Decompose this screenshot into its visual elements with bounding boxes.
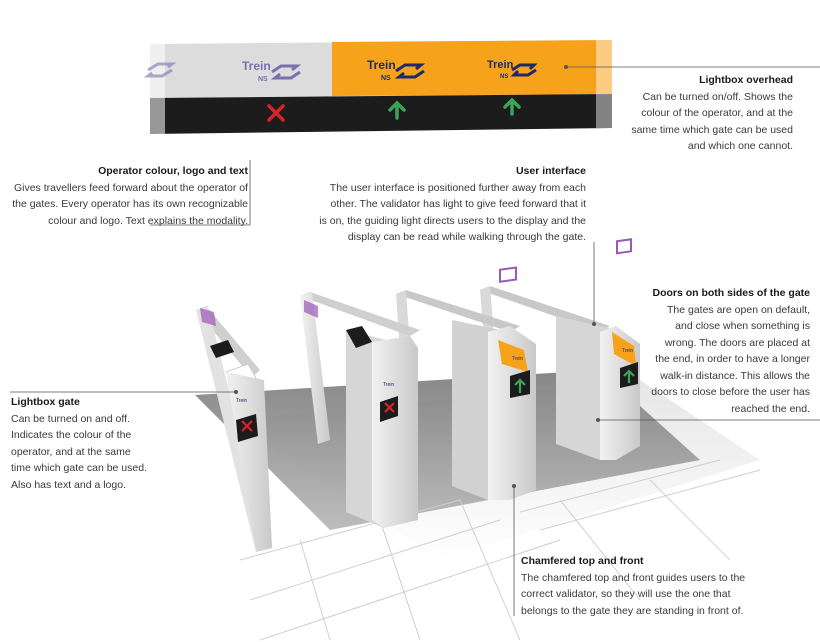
green-arrow-icon — [388, 100, 406, 120]
annotation-operator-colour: Operator colour, logo and text Gives tra… — [10, 163, 248, 229]
gate-label-2: Trein — [512, 356, 523, 362]
annotation-title: User interface — [515, 165, 586, 177]
annotation-lightbox-gate: Lightbox gate Can be turned on and off. … — [11, 394, 181, 493]
ns-logo-icon — [270, 64, 302, 80]
leader-lines — [10, 65, 820, 616]
annotation-title: Lightbox overhead — [699, 74, 793, 86]
annotation-line: Also has text and a logo. — [11, 478, 126, 491]
annotation-line: Can be turned on and off. — [11, 412, 130, 425]
annotation-title: Lightbox gate — [11, 396, 80, 408]
annotation-line: colour of the operator, and at the — [641, 107, 793, 119]
sign-word-1: Trein — [242, 59, 271, 73]
annotation-line: operator, and at the same — [11, 445, 131, 458]
ns-logo-icon — [394, 63, 426, 79]
annotation-title: Operator colour, logo and text — [98, 165, 248, 177]
annotation-line: display can be read while walking throug… — [347, 231, 586, 243]
gate-middle: Trein — [396, 266, 536, 500]
annotation-line: walk-in distance. This allows the — [660, 369, 810, 382]
sign-word-2: Trein — [367, 58, 396, 72]
green-arrow-icon — [514, 378, 526, 393]
annotation-line: Gives travellers feed forward about the … — [13, 181, 248, 194]
gate-middle-left: Trein — [300, 292, 420, 528]
gate-front-left: Trein — [196, 306, 272, 552]
annotation-line: and close when something is — [675, 320, 810, 332]
annotation-line: time which gate can be used. — [11, 462, 147, 474]
validator-display-icon — [616, 238, 632, 255]
annotation-line: is on, the guiding light directs users t… — [319, 214, 586, 227]
annotation-line: wrong. The doors are placed at — [664, 336, 810, 349]
ns-logo-icon — [510, 63, 538, 77]
red-cross-icon — [384, 402, 395, 413]
annotation-doors: Doors on both sides of the gate The gate… — [610, 285, 810, 417]
annotation-line: the gates. Every operator has its own re… — [12, 198, 248, 210]
annotation-line: doors to close before the user has — [651, 386, 810, 398]
sign-sub-2: NS — [381, 75, 391, 82]
lightbox-overhead: Trein NS Trein NS Trein NS — [143, 40, 612, 134]
annotation-line: the end, in order to have a longer — [655, 353, 810, 365]
gate-label-3: Trein — [622, 348, 633, 354]
gate-label-0: Trein — [236, 398, 247, 404]
annotation-line: The user interface is positioned further… — [329, 181, 586, 194]
annotation-line: Can be turned on/off. Shows the — [642, 90, 793, 103]
annotation-line: same time which gate can be used — [631, 123, 793, 136]
sign-word-3: Trein — [487, 59, 514, 71]
red-cross-icon — [267, 104, 285, 122]
green-arrow-icon — [503, 97, 521, 116]
validator-display-icon — [499, 266, 517, 283]
annotation-title: Doors on both sides of the gate — [652, 287, 810, 299]
annotation-line: colour and logo. Text explains the modal… — [48, 214, 248, 227]
annotation-title: Chamfered top and front — [521, 555, 644, 567]
gate-back-right: Trein — [480, 238, 640, 460]
annotation-line: The chamfered top and front guides users… — [521, 571, 746, 584]
sign-sub-1: NS — [258, 76, 268, 83]
red-cross-icon — [241, 420, 253, 432]
annotation-line: The gates are open on default, — [666, 303, 810, 316]
gate-label-1: Trein — [383, 382, 394, 388]
green-arrow-icon — [623, 369, 635, 383]
annotation-line: other. The validator has light to give f… — [330, 198, 586, 210]
annotation-line: and which one cannot. — [687, 140, 793, 152]
sign-sub-3: NS — [500, 74, 508, 80]
annotation-line: correct validator, so they will use the … — [521, 588, 731, 600]
annotation-lightbox-overhead: Lightbox overhead Can be turned on/off. … — [553, 72, 793, 155]
annotation-line: reached the end. — [731, 402, 810, 415]
annotation-user-interface: User interface The user interface is pos… — [300, 163, 586, 246]
annotation-chamfered: Chamfered top and front The chamfered to… — [521, 553, 781, 619]
annotation-line: Indicates the colour of the — [11, 429, 132, 441]
annotation-line: belongs to the gate they are standing in… — [521, 604, 744, 617]
ns-logo-icon — [143, 62, 177, 78]
